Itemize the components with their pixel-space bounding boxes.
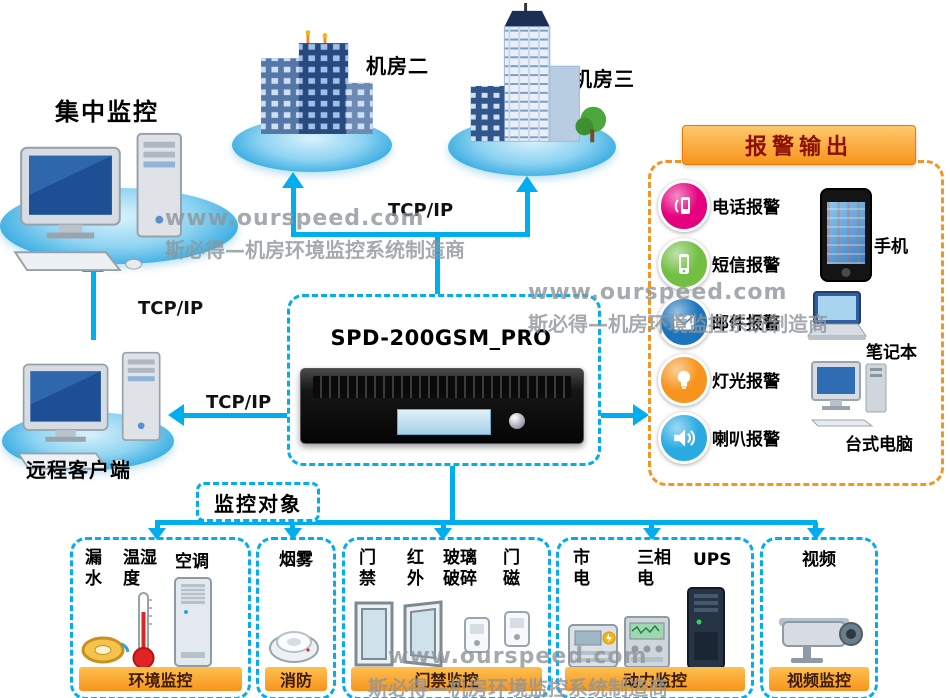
fire-monitor-box: 烟雾 消防 xyxy=(256,537,336,698)
building-room3-illustration xyxy=(455,2,613,166)
central-monitoring-label: 集中监控 xyxy=(55,98,159,126)
door-icon xyxy=(353,600,453,674)
door-magnet-sensor-icon xyxy=(503,610,531,652)
monitored-objects-title: 监控对象 xyxy=(196,482,320,522)
sms-alarm-label: 短信报警 xyxy=(712,256,780,276)
device-model-label: SPD-200GSM_PRO xyxy=(330,326,552,350)
rack-logo-badge xyxy=(509,413,525,429)
arrowhead-to-remote xyxy=(168,404,184,426)
stub-box3 xyxy=(441,522,446,530)
power-monitor-footer: 动力监控 xyxy=(565,667,745,691)
phone-alarm-icon xyxy=(658,180,710,232)
temp-humidity-label: 温湿度 xyxy=(123,548,157,590)
three-phase-icon xyxy=(623,615,671,673)
power-monitor-box: 市电 三相电 UPS xyxy=(556,537,754,698)
access-monitor-footer: 门禁监控 xyxy=(351,667,542,691)
sms-alarm-icon xyxy=(658,238,710,290)
fire-monitor-footer: 消防 xyxy=(265,667,327,691)
line-distribution xyxy=(155,520,817,525)
video-monitor-footer: 视频监控 xyxy=(769,667,869,691)
line-device-to-alarm xyxy=(595,413,635,418)
stub-box5 xyxy=(813,522,818,530)
mail-alarm-label: 邮件报警 xyxy=(712,314,780,334)
tcpip-label-device-left: TCP/IP xyxy=(206,392,272,413)
desktop-illustration xyxy=(810,358,890,432)
laptop-illustration xyxy=(800,290,872,346)
workstation-illustration xyxy=(10,126,200,278)
smartphone-home-button xyxy=(841,268,851,277)
door-access-label: 门禁 xyxy=(359,548,376,590)
rack-lcd-screen xyxy=(397,409,491,435)
room2-label: 机房二 xyxy=(366,54,429,78)
water-leak-label: 漏水 xyxy=(85,548,102,590)
line-top-horizontal xyxy=(291,232,530,237)
workstation-illustration xyxy=(14,346,176,476)
stub-box4 xyxy=(649,522,654,530)
three-phase-label: 三相电 xyxy=(637,548,671,590)
infrared-label: 红外 xyxy=(407,548,424,590)
smartphone-screen xyxy=(827,202,865,264)
env-monitor-box: 漏水 温湿度 空调 xyxy=(70,537,251,698)
mail-alarm-icon xyxy=(658,296,710,348)
light-alarm-label: 灯光报警 xyxy=(712,372,780,392)
line-device-bottom xyxy=(450,460,455,522)
smoke-detector-icon xyxy=(268,622,320,668)
tcpip-label-left: TCP/IP xyxy=(138,298,204,319)
arrowhead-to-room3 xyxy=(516,176,538,192)
laptop-label: 笔记本 xyxy=(866,343,917,363)
video-label: 视频 xyxy=(802,550,836,570)
mains-power-label: 市电 xyxy=(573,548,590,590)
line-to-room3 xyxy=(525,190,530,232)
tcpip-label-top: TCP/IP xyxy=(388,200,454,221)
desktop-pc-label: 台式电脑 xyxy=(845,435,913,455)
speaker-alarm-label: 喇叭报警 xyxy=(712,430,780,450)
line-remote-to-central xyxy=(91,272,96,340)
rack-device-illustration xyxy=(300,368,584,444)
stub-box2 xyxy=(290,522,295,530)
mains-power-icon xyxy=(567,623,619,673)
remote-client-label: 远程客户端 xyxy=(26,458,131,482)
door-magnet-label: 门磁 xyxy=(503,548,520,590)
ac-label: 空调 xyxy=(175,552,209,572)
env-monitor-footer: 环境监控 xyxy=(79,667,242,691)
speaker-alarm-icon xyxy=(658,412,710,464)
line-device-top xyxy=(435,232,440,295)
water-leak-icon xyxy=(79,632,131,670)
stub-box1 xyxy=(155,522,160,530)
arrowhead-to-alarm xyxy=(633,404,649,426)
glass-break-label: 玻璃破碎 xyxy=(443,548,477,590)
line-device-to-remote xyxy=(184,413,287,418)
buildings-room2-illustration xyxy=(244,28,386,154)
light-alarm-icon xyxy=(658,354,710,406)
line-to-room2 xyxy=(291,186,296,232)
video-monitor-box: 视频 视频监控 xyxy=(760,537,878,698)
smartphone-illustration xyxy=(820,188,872,282)
rack-vents xyxy=(313,376,571,398)
mobile-phone-label: 手机 xyxy=(874,237,908,257)
camera-icon xyxy=(769,614,865,674)
alarm-panel-title: 报警输出 xyxy=(682,125,916,165)
access-monitor-box: 门禁 红外 玻璃破碎 门磁 门禁监控 xyxy=(342,537,551,698)
phone-alarm-label: 电话报警 xyxy=(712,198,780,218)
ac-unit-icon xyxy=(173,576,213,672)
ups-label: UPS xyxy=(693,550,732,570)
arrowhead-to-room2 xyxy=(282,172,304,188)
glass-break-sensor-icon xyxy=(463,616,491,658)
thermometer-icon xyxy=(131,590,155,674)
smoke-label: 烟雾 xyxy=(279,550,313,570)
room3-label: 机房三 xyxy=(572,67,635,91)
ups-icon xyxy=(685,586,727,674)
